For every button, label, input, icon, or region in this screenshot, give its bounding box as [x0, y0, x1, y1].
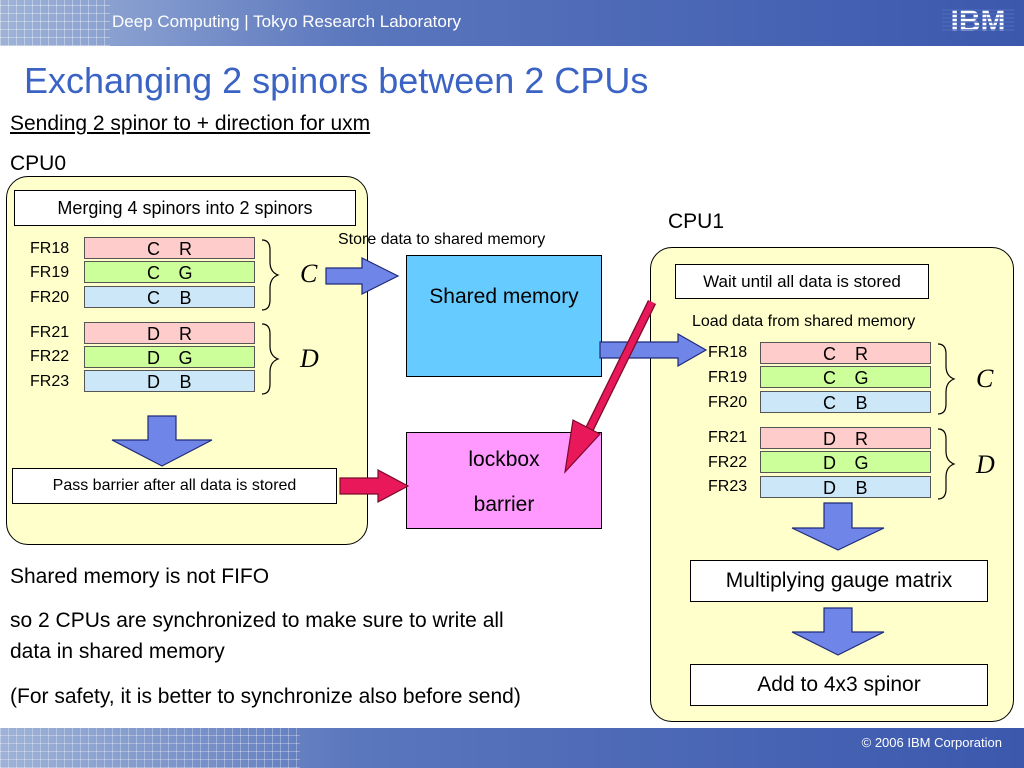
multiply-box: Multiplying gauge matrix [690, 560, 988, 602]
page-title: Exchanging 2 spinors between 2 CPUs [24, 60, 649, 101]
barrier-label: barrier [473, 493, 535, 516]
reg-label: FR18 [30, 240, 70, 257]
group-symbol-d: D [300, 344, 319, 373]
wait-box: Wait until all data is stored [675, 264, 929, 299]
note-line: so 2 CPUs are synchronized to make sure … [10, 609, 504, 632]
lockbox-label: lockbox [468, 448, 540, 471]
copyright: © 2006 IBM Corporation [861, 735, 1002, 750]
reg-label: FR18 [708, 344, 748, 361]
wait-arrow-icon [564, 300, 657, 474]
group-symbol-d: D [976, 450, 995, 479]
load-arrow-icon [599, 332, 708, 368]
reg-label: FR21 [30, 324, 70, 341]
barrier-box: Pass barrier after all data is stored [12, 468, 337, 504]
store-arrow-icon [325, 257, 400, 295]
note-line: Shared memory is not FIFO [10, 565, 270, 588]
down-arrow-icon [791, 607, 885, 656]
reg-label: FR23 [708, 478, 748, 495]
add-spinor-box: Add to 4x3 spinor [690, 664, 988, 706]
note-line: data in shared memory [10, 640, 225, 663]
subtitle: Sending 2 spinor to + direction for uxm [10, 112, 371, 135]
cpu1-label: CPU1 [668, 210, 725, 233]
reg-label: FR22 [708, 454, 748, 471]
reg-label: FR20 [708, 394, 748, 411]
down-arrow-icon [111, 415, 213, 467]
group-symbol-c: C [300, 259, 318, 288]
brace-icon [937, 428, 956, 500]
header-text: Deep Computing | Tokyo Research Laborato… [112, 12, 462, 31]
shared-memory-box [406, 255, 602, 377]
ibm-logo: IBM [942, 4, 1014, 38]
reg-label: FR20 [30, 289, 70, 306]
down-arrow-icon [791, 502, 885, 551]
cpu0-label: CPU0 [10, 152, 67, 175]
group-symbol-c: C [976, 364, 994, 393]
reg-label: FR19 [30, 264, 70, 281]
header-bar [0, 0, 1024, 46]
merge-box: Merging 4 spinors into 2 spinors [14, 190, 356, 226]
note-line: (For safety, it is better to synchronize… [10, 685, 521, 708]
reg-label: FR22 [30, 348, 70, 365]
barrier-arrow-icon [339, 469, 410, 503]
brace-shapes [261, 239, 956, 500]
brace-icon [261, 239, 280, 311]
reg-label: FR23 [30, 373, 70, 390]
shared-memory-label: Shared memory [429, 285, 579, 308]
brace-icon [937, 343, 956, 415]
reg-label: FR21 [708, 429, 748, 446]
load-label: Load data from shared memory [692, 313, 916, 330]
footer-bar [0, 728, 1024, 768]
reg-label: FR19 [708, 369, 748, 386]
store-label: Store data to shared memory [338, 231, 546, 248]
brace-icon [261, 323, 280, 395]
